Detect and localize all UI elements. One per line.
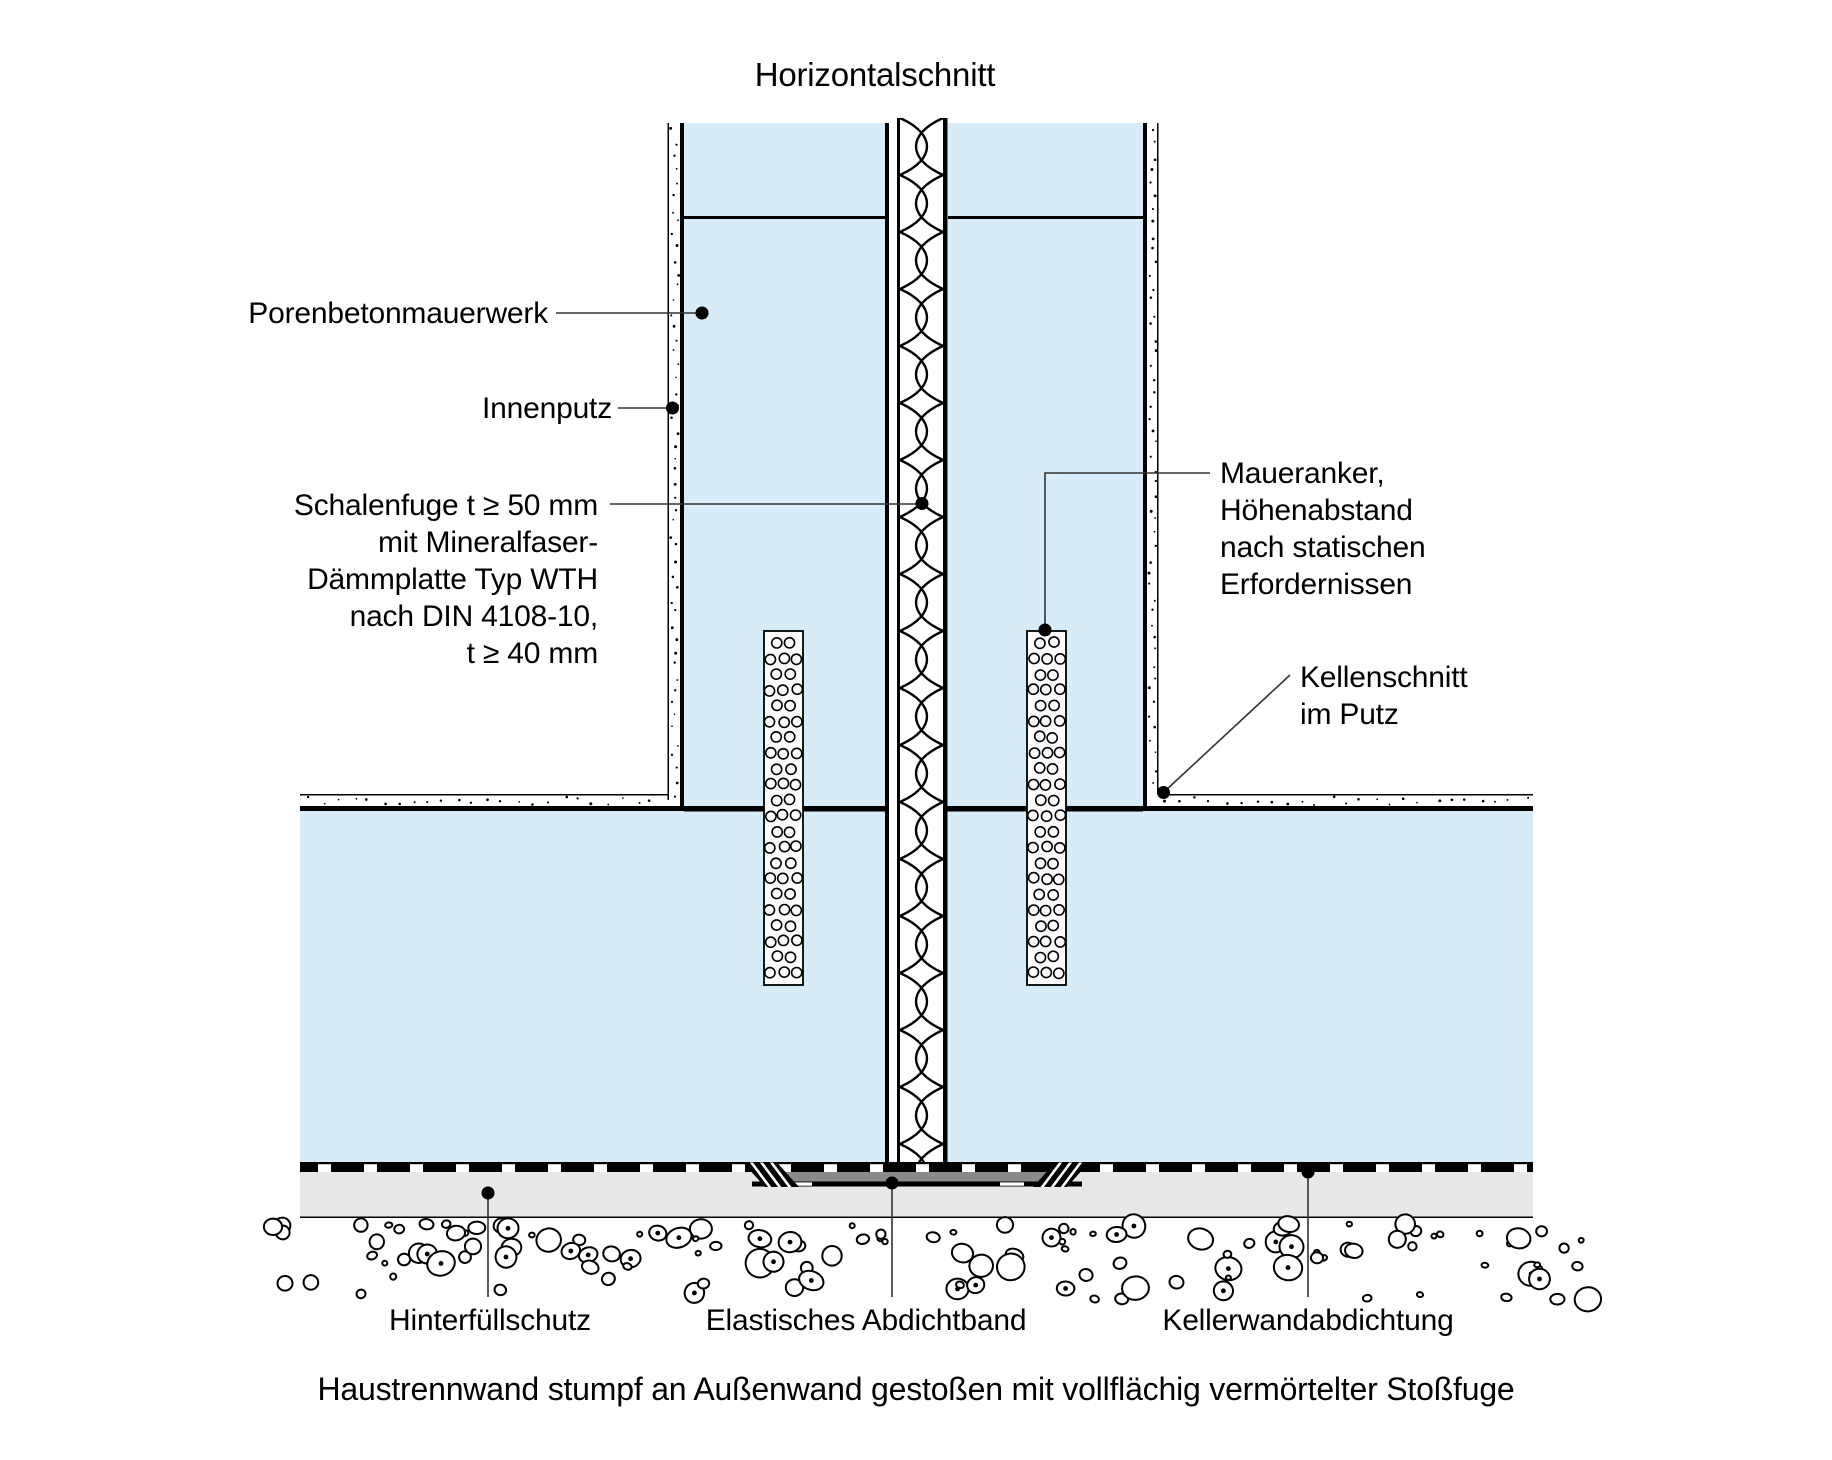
interior-plaster-thin-line-right: [1157, 123, 1159, 794]
waterproofing-dashed-band: [300, 1162, 1533, 1172]
label-hinterfuellschutz: Hinterfüllschutz: [389, 1304, 591, 1337]
label-kellerwandabdichtung: Kellerwandabdichtung: [1162, 1304, 1454, 1337]
insulation-joint-hatch: [897, 118, 948, 1162]
interior-plaster-thin-line-left: [667, 123, 669, 800]
label-innenputz: Innenputz: [482, 392, 612, 425]
plaster-stipple-texture: [306, 126, 1530, 806]
gravel-backfill-texture: [262, 1213, 1603, 1313]
label-maueranker: Maueranker, Höhenabstand nach statischen…: [1220, 457, 1426, 601]
drawing-caption: Haustrennwand stumpf an Außenwand gestoß…: [317, 1371, 1515, 1407]
reference-dots: [481, 306, 1315, 1200]
plaster-edge-lines: [300, 123, 1533, 1162]
label-porenbetonmauerwerk: Porenbetonmauerwerk: [248, 297, 548, 330]
leader-lines: [487, 312, 1309, 1297]
wall-anchor-plates: [763, 630, 1067, 986]
label-kellenschnitt: Kellenschnitt im Putz: [1300, 661, 1468, 731]
elastic-sealing-tape: [743, 1162, 1089, 1187]
aerated-concrete-masonry: [300, 123, 1533, 1162]
label-elastisches-abdichtband: Elastisches Abdichtband: [705, 1304, 1027, 1337]
drawing-title: Horizontalschnitt: [754, 56, 996, 93]
label-schalenfuge: Schalenfuge t ≥ 50 mm mit Mineralfaser- …: [293, 489, 598, 670]
wall-anchor-plate-left: [763, 630, 804, 986]
